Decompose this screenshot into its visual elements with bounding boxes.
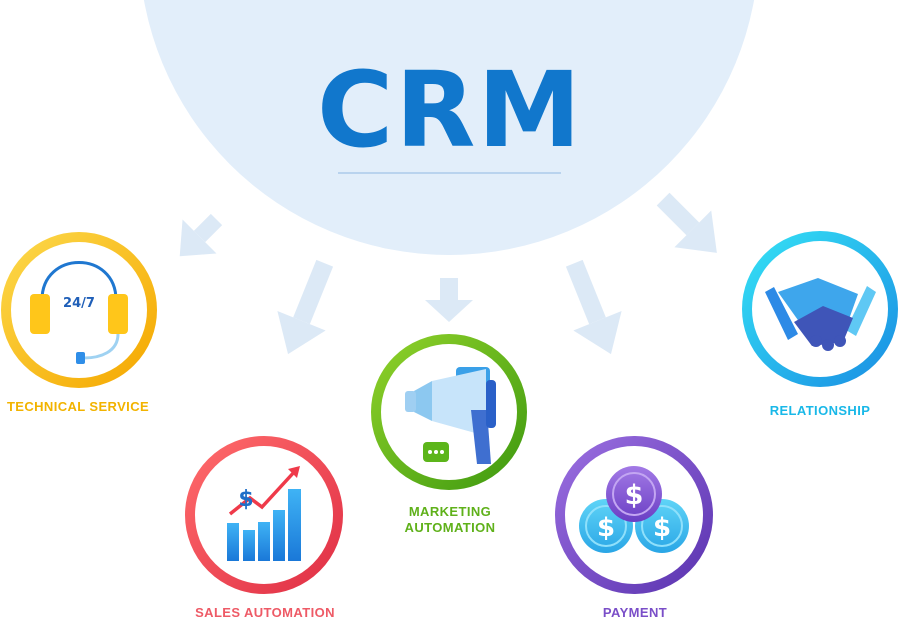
growth-chart-icon: $: [227, 466, 301, 561]
headset-247-text: 24/7: [63, 296, 95, 311]
technical-service-node: [1, 232, 157, 388]
svg-text:$: $: [597, 513, 615, 543]
arrow-to-sales-automation: [277, 259, 334, 355]
megaphone-icon: [405, 367, 496, 464]
relationship-node: [742, 231, 898, 387]
arrow-to-technical-service: [179, 213, 223, 257]
sales-automation-node: $: [185, 436, 343, 594]
svg-text:$: $: [238, 487, 253, 512]
arrow-to-relationship: [656, 192, 717, 253]
headset-icon: [30, 261, 128, 364]
svg-text:$: $: [653, 513, 671, 543]
sales-automation-label: SALES AUTOMATION: [195, 605, 335, 620]
crm-hub: [143, 0, 755, 255]
payment-node: $ $ $: [555, 436, 713, 594]
crm-title: CRM: [317, 49, 583, 171]
technical-service-label: TECHNICAL SERVICE: [6, 399, 150, 414]
coins-icon: $ $ $: [579, 466, 689, 553]
marketing-automation-label: MARKETING AUTOMATION: [404, 504, 496, 535]
payment-label: PAYMENT: [602, 605, 668, 620]
arrow-to-payment: [565, 259, 622, 355]
relationship-label: RELATIONSHIP: [769, 403, 871, 418]
svg-text:$: $: [625, 480, 644, 511]
arrow-to-marketing-automation: [425, 278, 473, 322]
marketing-automation-node: [371, 334, 527, 490]
handshake-icon: [765, 278, 876, 351]
